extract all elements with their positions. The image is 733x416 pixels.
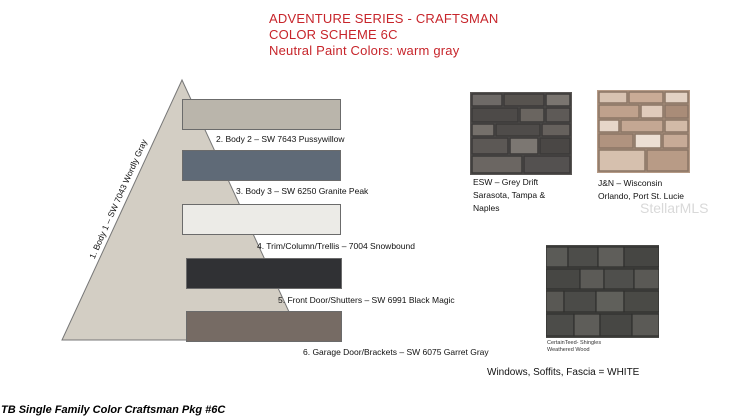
swatch-trim <box>182 204 341 235</box>
stellarmls-watermark: StellarMLS <box>640 200 709 216</box>
shingle-caption-line: CertainTeed- Shingles <box>547 340 602 346</box>
shingle-image <box>546 245 659 338</box>
stone-grey-drift-image <box>470 92 572 175</box>
stone-grey-drift-caption-line: ESW – Grey Drift <box>473 177 539 187</box>
swatch-front-door <box>186 258 342 289</box>
scheme-subtitle: Neutral Paint Colors: warm gray <box>269 43 460 58</box>
swatch-garage-door <box>186 311 342 342</box>
stone-grey-drift-caption-line: Naples <box>473 203 500 213</box>
stone-wisconsin-caption-line: J&N – Wisconsin <box>598 178 663 188</box>
swatch-body3-label: 3. Body 3 – SW 6250 Granite Peak <box>236 186 369 196</box>
swatch-garage-door-label: 6. Garage Door/Brackets – SW 6075 Garret… <box>303 347 489 357</box>
trim-note: Windows, Soffits, Fascia = WHITE <box>487 367 640 378</box>
stone-grey-drift-caption: ESW – Grey Drift Sarasota, Tampa & Naple… <box>473 176 545 215</box>
stone-wisconsin-image <box>597 90 690 173</box>
swatch-body2 <box>182 99 341 130</box>
scheme-title-block: ADVENTURE SERIES - CRAFTSMAN COLOR SCHEM… <box>269 11 499 59</box>
stone-grey-drift-caption-line: Sarasota, Tampa & <box>473 190 546 200</box>
swatch-body3 <box>182 150 341 181</box>
scheme-series-title: ADVENTURE SERIES - CRAFTSMAN <box>269 11 499 26</box>
body1-label: 1. Body 1 – SW 7043 Wordly Gray <box>87 137 149 261</box>
stone-wisconsin-caption: J&N – Wisconsin Orlando, Port St. Lucie <box>598 177 684 203</box>
shingle-caption: CertainTeed- Shingles Weathered Wood <box>547 340 601 354</box>
swatch-body2-label: 2. Body 2 – SW 7643 Pussywillow <box>216 134 345 144</box>
shingle-caption-line: Weathered Wood <box>547 347 590 353</box>
swatch-front-door-label: 5. Front Door/Shutters – SW 6991 Black M… <box>278 295 455 305</box>
package-footer: TB Single Family Color Craftsman Pkg #6C <box>1 404 226 416</box>
swatch-trim-label: 4. Trim/Column/Trellis – 7004 Snowbound <box>257 241 415 251</box>
scheme-number-title: COLOR SCHEME 6C <box>269 27 398 42</box>
stone-wisconsin-caption-line: Orlando, Port St. Lucie <box>598 191 684 201</box>
